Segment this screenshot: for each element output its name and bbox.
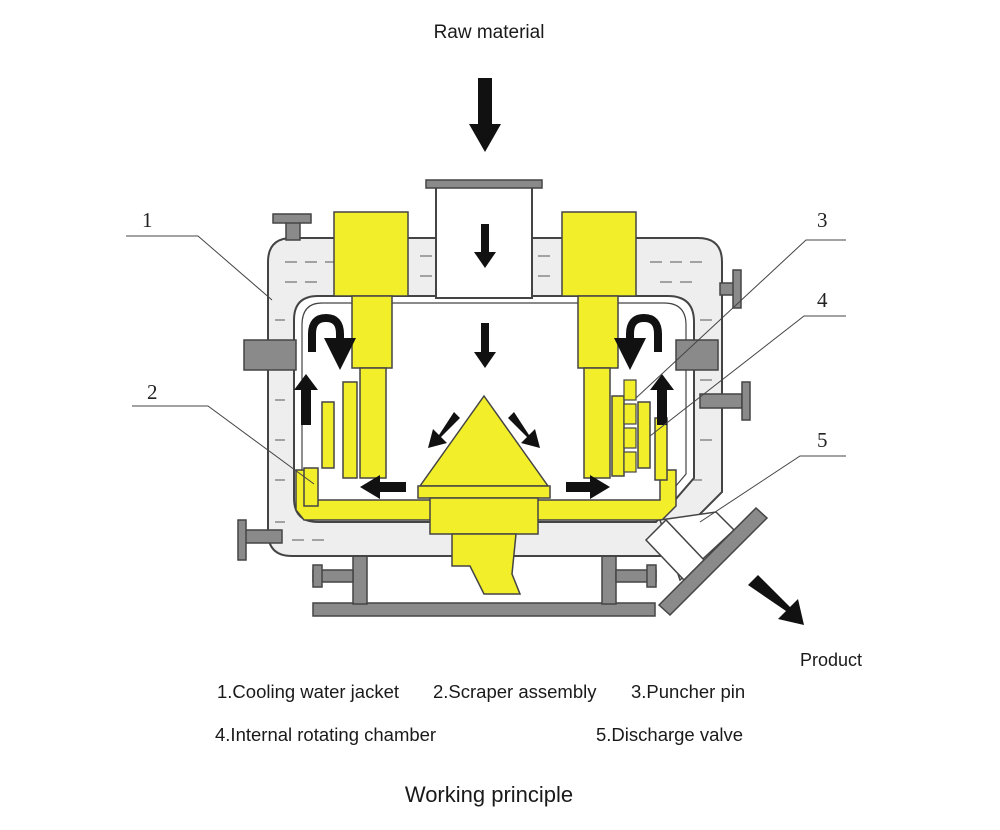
discharge-valve: [644, 506, 769, 617]
legend-item-internal-rotating-chamber: 4.Internal rotating chamber: [215, 724, 437, 745]
callout-4: 4: [817, 288, 828, 312]
left-outflow-arrow-icon: [360, 475, 406, 499]
product-arrow-icon: [748, 575, 804, 625]
feed-arrow-icon: [469, 78, 501, 152]
pipe-nozzles: [237, 213, 751, 561]
legend-item-cooling-water-jacket: 1.Cooling water jacket: [217, 681, 400, 702]
left-diagonal-arrow-icon: [428, 412, 460, 448]
callout-2: 2: [147, 380, 158, 404]
recirculation-arrows: [308, 313, 662, 370]
legend-item-scraper-assembly: 2.Scraper assembly: [433, 681, 597, 702]
left-lower-up-arrow-icon: [301, 400, 311, 425]
raw-material-label: Raw material: [433, 22, 545, 43]
inlet-flow-arrow-icon: [474, 224, 496, 268]
right-lower-up-arrow-icon: [657, 400, 667, 425]
legend-item-discharge-valve: 5.Discharge valve: [596, 724, 744, 745]
puncher-pins: [623, 379, 637, 473]
right-outflow-arrow-icon: [566, 475, 610, 499]
rotor-columns: [333, 211, 637, 479]
center-flow-arrow-icon: [474, 323, 496, 368]
base-frame: [312, 527, 657, 617]
callout-5: 5: [817, 428, 828, 452]
leader-lines: [126, 235, 846, 523]
left-up-arrow-icon: [294, 374, 318, 400]
callout-3: 3: [817, 208, 828, 232]
diagram-caption: Working principle: [404, 782, 574, 807]
central-rotor: [417, 394, 551, 595]
legend-item-puncher-pin: 3.Puncher pin: [631, 681, 746, 702]
right-up-arrow-icon: [650, 374, 674, 400]
product-label: Product: [800, 650, 863, 670]
right-recirculation-arrow-icon: [614, 313, 662, 370]
right-diagonal-arrow-icon: [508, 412, 540, 448]
left-recirculation-arrow-icon: [308, 313, 356, 370]
callout-1: 1: [142, 208, 153, 232]
flow-arrows: [294, 78, 804, 625]
scraper-assembly: [295, 401, 677, 521]
